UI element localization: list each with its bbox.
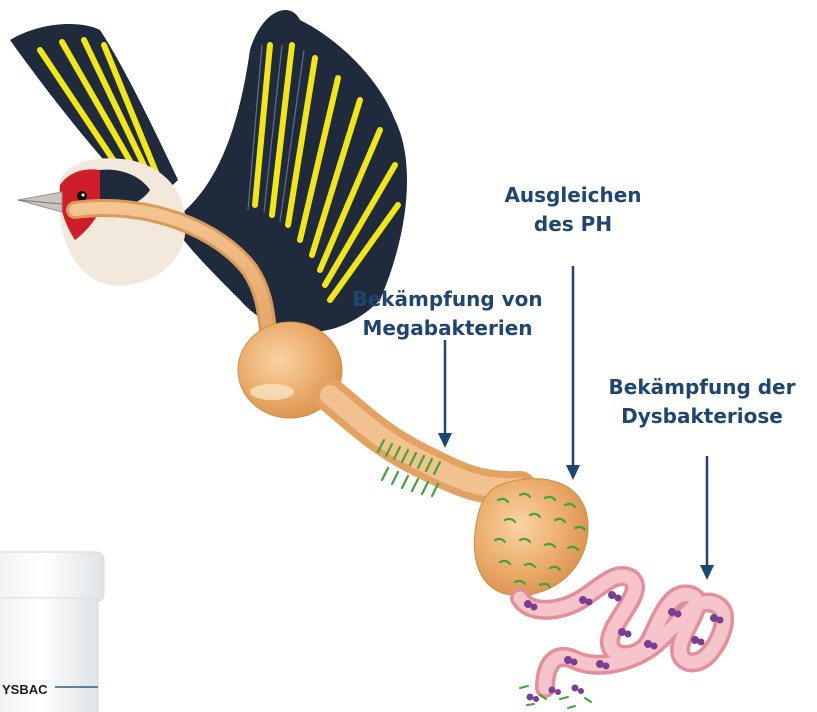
label-dysbacteriosis: Bekämpfung der Dysbakteriose [592,373,812,431]
label-ph: Ausgleichen des PH [488,181,658,239]
label-megabacteria-line1: Bekämpfung von [335,285,560,314]
label-megabacteria-line2: Megabakterien [335,314,560,343]
label-dysbacteriosis-line1: Bekämpfung der [592,373,812,402]
product-label: YSBAC [2,682,48,697]
arrow-dysbacteriosis [700,456,714,580]
label-ph-line1: Ausgleichen [488,181,658,210]
bird-near-wing [170,10,407,332]
label-megabacteria: Bekämpfung von Megabakterien [335,285,560,343]
label-dysbacteriosis-line2: Dysbakteriose [592,402,812,431]
arrow-ph [566,266,580,480]
gizzard [474,479,588,596]
arrow-megabacteria [438,340,452,448]
label-ph-line2: des PH [488,210,658,239]
